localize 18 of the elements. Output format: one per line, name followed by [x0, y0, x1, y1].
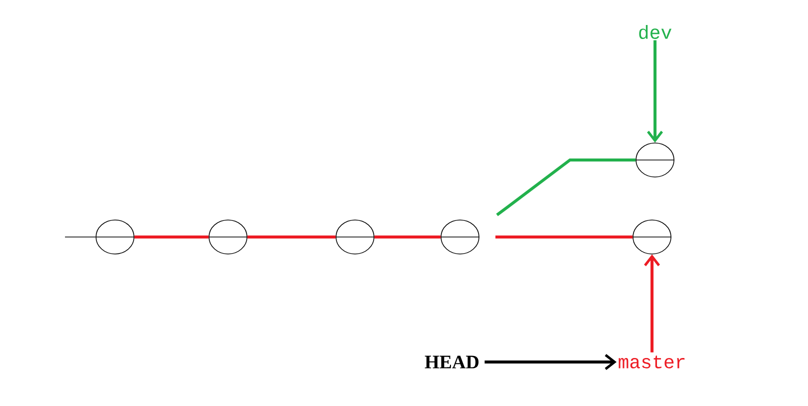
branch-line: [247, 236, 336, 238]
arrow: [484, 354, 617, 370]
commit-circle: [440, 220, 480, 254]
commit-circle: [336, 220, 374, 254]
branch-label: master: [618, 356, 684, 368]
commit-circle: [96, 220, 134, 254]
commit-circle: [208, 220, 248, 254]
branch-line: [374, 236, 441, 238]
commit-circle: [636, 142, 674, 178]
commit-circle: [632, 220, 672, 254]
branch-line: [64, 236, 96, 238]
branch-label: dev: [639, 24, 672, 39]
branch-label: HEAD: [424, 356, 478, 368]
arrow: [644, 254, 660, 352]
branch-line: [134, 236, 209, 238]
arrow: [647, 40, 663, 143]
branch-line: [496, 158, 636, 216]
branch-line: [495, 236, 633, 238]
